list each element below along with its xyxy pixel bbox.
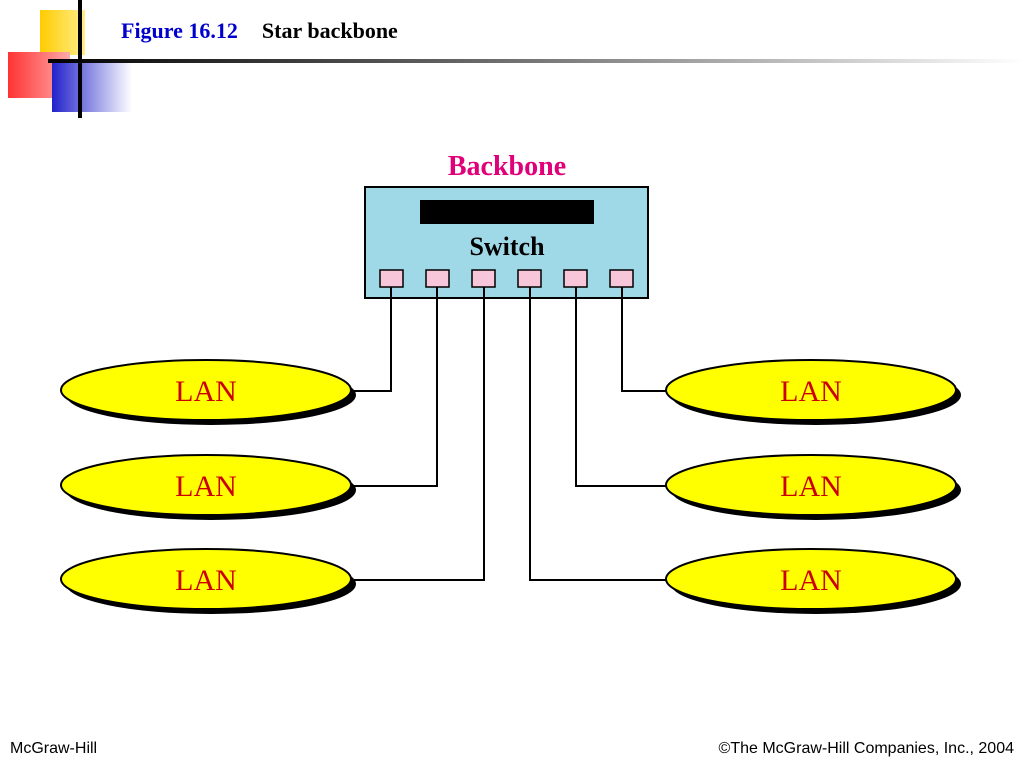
title-bar-decoration [8,0,1024,118]
lan-left-1: LAN [60,359,356,425]
switch-port [425,269,450,288]
connection-line [352,287,392,392]
lan-right-2: LAN [665,454,961,520]
backbone-label: Backbone [448,151,566,182]
title-underline [48,59,1024,63]
lan-ellipse [60,359,352,421]
lan-label: LAN [175,375,237,408]
lan-label: LAN [175,564,237,597]
lan-label: LAN [780,470,842,503]
switch-port [517,269,542,288]
footer-publisher: McGraw-Hill [10,740,98,757]
blue-block [52,62,132,112]
figure-number: Figure 16.12 [121,18,238,43]
figure-caption: Star backbone [261,18,398,43]
switch-port [563,269,588,288]
connection-line [621,287,667,392]
connection-line [575,287,667,487]
lan-ellipse [60,548,352,610]
switch-port [609,269,634,288]
title-vertical-bar [78,0,82,118]
slide-title: Figure 16.12 Star backbone [121,16,398,46]
lan-ellipse [665,548,957,610]
lan-ellipse [60,454,352,516]
footer-copyright: ©The McGraw-Hill Companies, Inc., 2004 [718,740,1014,757]
connection-line [352,287,485,581]
lan-label: LAN [780,564,842,597]
switch-label: Switch [469,232,545,261]
lan-ellipse [665,359,957,421]
connection-line [529,287,667,581]
switch-display [420,200,594,224]
lan-left-2: LAN [60,454,356,520]
switch-port [471,269,496,288]
switch-port [379,269,404,288]
connection-line [352,287,438,487]
lan-ellipse [665,454,957,516]
connection-lines [352,287,667,581]
lan-label: LAN [175,470,237,503]
yellow-block [40,10,85,55]
lan-label: LAN [780,375,842,408]
lan-right-3: LAN [665,548,961,614]
lan-left-3: LAN [60,548,356,614]
lan-right-1: LAN [665,359,961,425]
